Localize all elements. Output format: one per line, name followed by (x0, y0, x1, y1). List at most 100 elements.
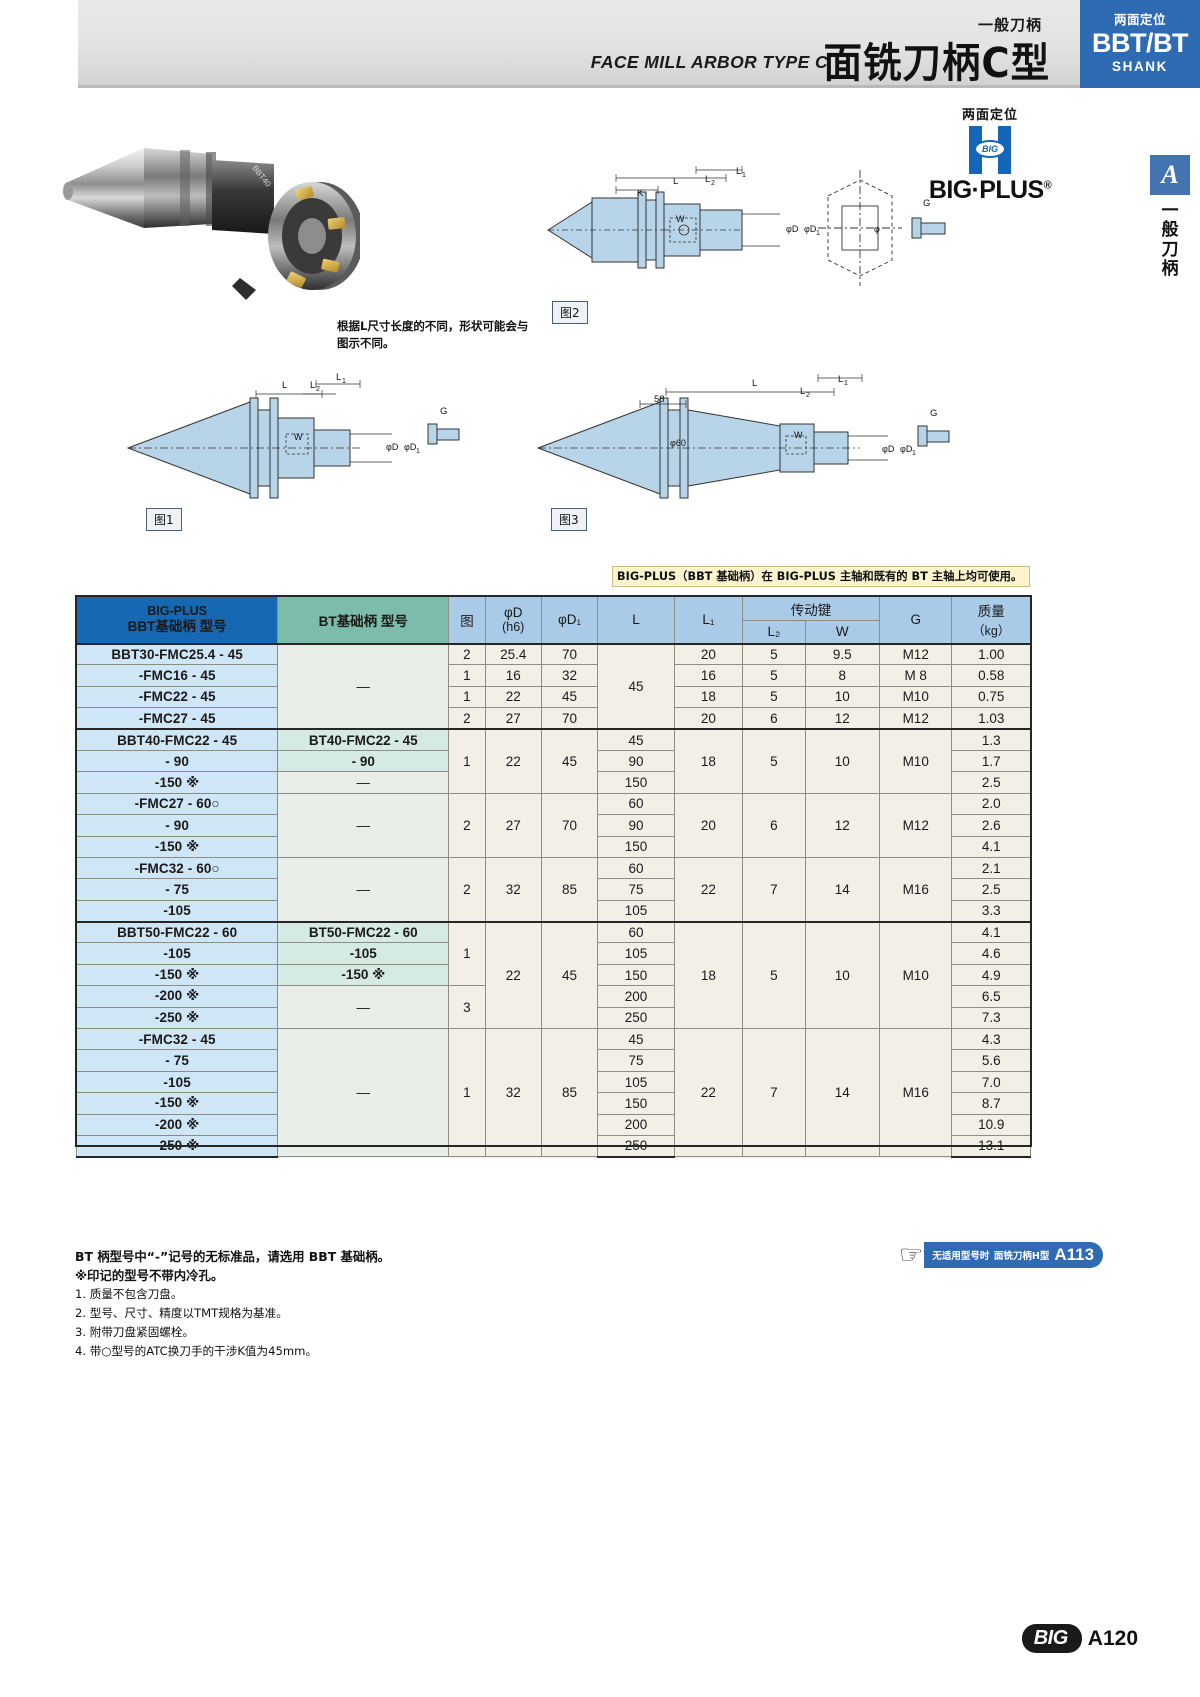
cell-l: 90 (597, 749, 675, 773)
cell-l: 75 (597, 878, 675, 901)
table-row[interactable]: -105 -105 105 4.6 (75, 942, 1031, 965)
cell-d1: 70 (540, 642, 599, 666)
cell-fig: 2 (448, 792, 486, 858)
cell-l: 250 (597, 1134, 675, 1158)
cell-mass: 1.3 (951, 728, 1031, 751)
svg-text:W: W (676, 214, 685, 224)
svg-text:1: 1 (416, 448, 420, 455)
cell-bt-model: — (277, 1028, 450, 1158)
svg-text:W: W (794, 430, 803, 440)
table-row[interactable]: -FMC16 - 45 1 16 32 16 5 8 M 8 0.58 (75, 664, 1031, 687)
cell-fig: 2 (448, 856, 486, 923)
cell-d1: 70 (540, 707, 599, 730)
cell-bt-model: — (277, 856, 450, 923)
cell-bbt-model: BBT40-FMC22 - 45 (75, 728, 279, 751)
col-header-d: φD(h6) (484, 596, 542, 644)
cell-l2: 6 (742, 792, 806, 858)
table-row[interactable]: - 90 90 2.6 (75, 814, 1031, 837)
col-header-mass: 质量（kg） (951, 596, 1031, 644)
svg-text:2: 2 (316, 386, 320, 393)
cell-l1: 22 (673, 1028, 744, 1158)
cell-bt-model: — (277, 771, 450, 794)
table-row[interactable]: - 75 75 5.6 (75, 1049, 1031, 1072)
cell-l1: 22 (673, 856, 744, 923)
cell-bbt-model: -105 (75, 1070, 279, 1094)
cell-l: 60 (597, 856, 675, 880)
shank-badge-top: 两面定位 (1113, 12, 1166, 27)
table-row[interactable]: -150 ※ -150 ※ 150 4.9 (75, 963, 1031, 987)
table-body: BBT30-FMC25.4 - 45 — 2 25.4 70 45 20 5 9… (75, 642, 1031, 1158)
svg-text:1: 1 (816, 230, 820, 237)
cell-bbt-model: -105 (75, 899, 279, 923)
photo-note: 根据L尺寸长度的不同，形状可能会与图示不同。 (337, 319, 529, 350)
table-row[interactable]: -150 ※ 150 8.7 (75, 1092, 1031, 1115)
table-row[interactable]: BBT30-FMC25.4 - 45 — 2 25.4 70 45 20 5 9… (75, 642, 1031, 730)
page-title: 面铣刀柄C型 (823, 39, 1050, 87)
cell-w: 12 (804, 792, 880, 858)
cell-bbt-model: - 90 (75, 814, 279, 837)
table-row[interactable]: -FMC32 - 45 — 1 32 85 45 22 7 14 M16 4.3 (75, 1028, 1031, 1158)
cell-bbt-model: BBT50-FMC22 - 60 (75, 920, 279, 944)
figure-2-label: 图2 (552, 301, 588, 324)
cell-g: M12 (878, 642, 953, 666)
cell-l: 105 (597, 899, 675, 923)
cell-l2: 5 (742, 920, 806, 1030)
table-row[interactable]: -FMC27 - 45 2 27 70 20 6 12 M12 1.03 (75, 707, 1031, 730)
svg-text:φD: φD (404, 442, 417, 452)
svg-text:L: L (736, 166, 741, 177)
table-row[interactable]: -FMC22 - 45 1 22 45 18 5 10 M10 0.75 (75, 685, 1031, 709)
cell-mass: 7.3 (951, 1006, 1031, 1030)
cell-l2: 5 (742, 664, 806, 687)
svg-text:2: 2 (806, 392, 810, 399)
table-row[interactable]: -150 ※ — 150 2.5 (75, 771, 1031, 794)
table-row[interactable]: -250 ※ 250 7.3 (75, 1006, 1031, 1030)
cell-g: M16 (878, 1028, 953, 1158)
cell-l1: 18 (673, 920, 744, 1030)
cell-g: M10 (878, 728, 953, 794)
table-row[interactable]: -105 105 3.3 (75, 899, 1031, 923)
cell-w: 14 (804, 1028, 880, 1158)
cell-d: 25.4 (484, 642, 542, 666)
table-row[interactable]: BBT40-FMC22 - 45 BT40-FMC22 - 45 1 22 45… (75, 728, 1031, 794)
cell-l: 200 (597, 985, 675, 1008)
cell-bbt-model: -150 ※ (75, 963, 279, 987)
section-tab-a[interactable]: A (1150, 155, 1190, 195)
cell-l2: 6 (742, 707, 806, 730)
cross-reference-line2: 面铣刀柄H型 (993, 1251, 1050, 1262)
brand-logo: BIG (1021, 1624, 1082, 1653)
cell-g: M10 (878, 920, 953, 1030)
shank-badge-sub: SHANK (1111, 58, 1168, 74)
cell-l2: 5 (742, 642, 806, 666)
svg-text:φD: φD (900, 444, 913, 454)
cell-bbt-model: - 75 (75, 1049, 279, 1072)
cell-l1: 16 (673, 664, 744, 687)
table-row[interactable]: -200 ※ 200 10.9 (75, 1113, 1031, 1136)
cell-mass: 1.7 (951, 749, 1031, 773)
cell-bt-model: — (277, 985, 450, 1030)
cell-l: 150 (597, 963, 675, 987)
cross-reference-pill[interactable]: 无适用型号时 面铣刀柄H型 A113 (924, 1242, 1104, 1268)
big-plus-logo: 两面定位 BIG BIG·PLUS® (925, 104, 1055, 205)
big-plus-compat-note: BIG-PLUS（BBT 基础柄）在 BIG-PLUS 主轴和既有的 BT 主轴… (612, 566, 1030, 587)
table-row[interactable]: -FMC27 - 60○ — 2 27 70 60 20 6 12 M12 2.… (75, 792, 1031, 858)
table-row[interactable]: -FMC32 - 60○ — 2 32 85 60 22 7 14 M16 2.… (75, 856, 1031, 923)
table-row[interactable]: -200 ※ — 3 200 6.5 (75, 985, 1031, 1030)
cell-mass: 1.00 (951, 642, 1031, 666)
cell-mass: 0.75 (951, 685, 1031, 709)
cell-bbt-model: -FMC27 - 45 (75, 707, 279, 730)
cell-bt-model: -105 (277, 942, 450, 965)
cross-reference-badge[interactable]: ☞ 无适用型号时 面铣刀柄H型 A113 (899, 1242, 1104, 1268)
cell-bbt-model: -FMC16 - 45 (75, 664, 279, 687)
table-row[interactable]: BBT50-FMC22 - 60 BT50-FMC22 - 60 1 22 45… (75, 920, 1031, 1030)
svg-text:W: W (294, 432, 303, 442)
cell-d: 27 (484, 792, 542, 858)
cell-w: 10 (804, 728, 880, 794)
table-row[interactable]: - 90 - 90 90 1.7 (75, 749, 1031, 773)
svg-text:φD: φD (882, 444, 895, 454)
cell-l2: 7 (742, 1028, 806, 1158)
table-row[interactable]: -150 ※ 150 4.1 (75, 835, 1031, 858)
cell-l: 250 (597, 1006, 675, 1030)
cell-mass: 5.6 (951, 1049, 1031, 1072)
cross-reference-text: 无适用型号时 面铣刀柄H型 (932, 1246, 1049, 1264)
